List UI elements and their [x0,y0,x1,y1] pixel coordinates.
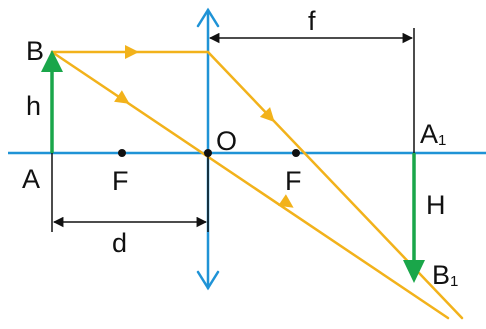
focal-point-left [118,149,126,157]
ray-arrowhead [278,194,294,208]
label-object-top: B [26,36,44,66]
focal-point-right [292,149,300,157]
object-distance-dimension [51,153,209,232]
image-arrow [403,153,425,283]
label-object-distance: d [112,228,127,258]
label-image-distance: f [308,6,316,36]
ray-arrowhead [125,45,139,59]
label-image-height: H [426,190,446,220]
image-distance-dimension [208,28,415,153]
label-optical-center: O [216,126,237,156]
ray-refracted-through-focus [206,50,464,320]
label-focus-right: F [285,166,302,196]
label-focus-left: F [112,166,129,196]
label-object-base: A [22,164,40,194]
object-arrow [41,50,63,153]
label-image-base: A1 [420,119,446,149]
ray-arrowhead [259,107,275,123]
label-image-top: B1 [432,260,458,290]
ray-direction-arrows [114,45,294,208]
ray-arrowhead [114,90,130,104]
label-object-height: h [26,91,41,121]
